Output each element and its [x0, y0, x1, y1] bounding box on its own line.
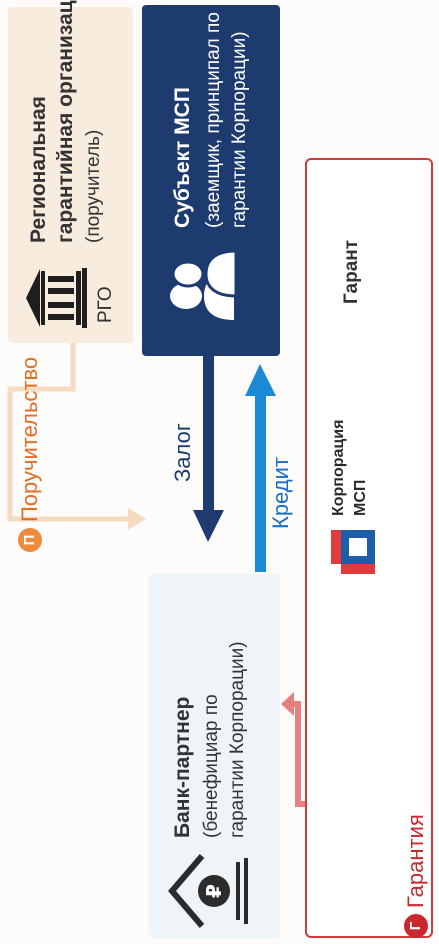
- rgo-title-line1: Региональная: [27, 96, 50, 243]
- rgo-role: (поручитель): [83, 129, 104, 243]
- guarantor-logo-line2: МСП: [352, 479, 369, 516]
- people-silhouette-icon: [162, 246, 242, 324]
- collateral-arrowhead: [193, 510, 224, 542]
- rgo-title-line2: гарантийная организация: [54, 0, 77, 243]
- svg-text:₽: ₽: [202, 884, 226, 898]
- bank-desc-line2: гарантии Корпорации): [227, 641, 248, 838]
- collateral-label: Залог: [170, 423, 195, 482]
- guarantee-label: Гарантия: [403, 814, 428, 908]
- guarantor-role: Гарант: [341, 239, 362, 304]
- surety-label: Поручительство: [17, 356, 42, 522]
- guarantor-box: Корпорация МСП Гарант: [305, 158, 433, 938]
- credit-arrow-shaft: [255, 392, 266, 572]
- msp-desc-line1: (заемщик, принципал по: [203, 12, 224, 228]
- bank-title: Банк-партнер: [171, 696, 194, 838]
- guarantee-arrowhead: [281, 692, 294, 716]
- msp-box: Субъект МСП (заемщик, принципал по гаран…: [142, 5, 280, 356]
- surety-arrowhead: [128, 508, 146, 530]
- bank-desc-line1: (бенефициар по: [201, 694, 222, 838]
- rgo-box: РГО Региональная гарантийная организация…: [8, 0, 133, 343]
- rgo-abbr: РГО: [95, 286, 116, 323]
- msp-title: Субъект МСП: [171, 87, 194, 228]
- guarantee-badge: Г: [404, 914, 428, 938]
- surety-badge: П: [18, 528, 42, 552]
- credit-label: Кредит: [268, 456, 293, 529]
- bank-ruble-icon: ₽: [166, 852, 254, 930]
- credit-arrowhead: [245, 364, 276, 396]
- collateral-arrow-shaft: [203, 352, 214, 514]
- bank-box: ₽ Банк-партнер (бенефициар по гарантии К…: [148, 574, 280, 938]
- institution-building-icon: [24, 267, 88, 329]
- surety-connector: [7, 343, 130, 522]
- guarantee-connector: [290, 701, 305, 807]
- msp-desc-line2: гарантии Корпорации): [229, 31, 250, 228]
- guarantor-logo-line1: Корпорация: [330, 419, 347, 516]
- corporation-logo-icon: [329, 528, 377, 576]
